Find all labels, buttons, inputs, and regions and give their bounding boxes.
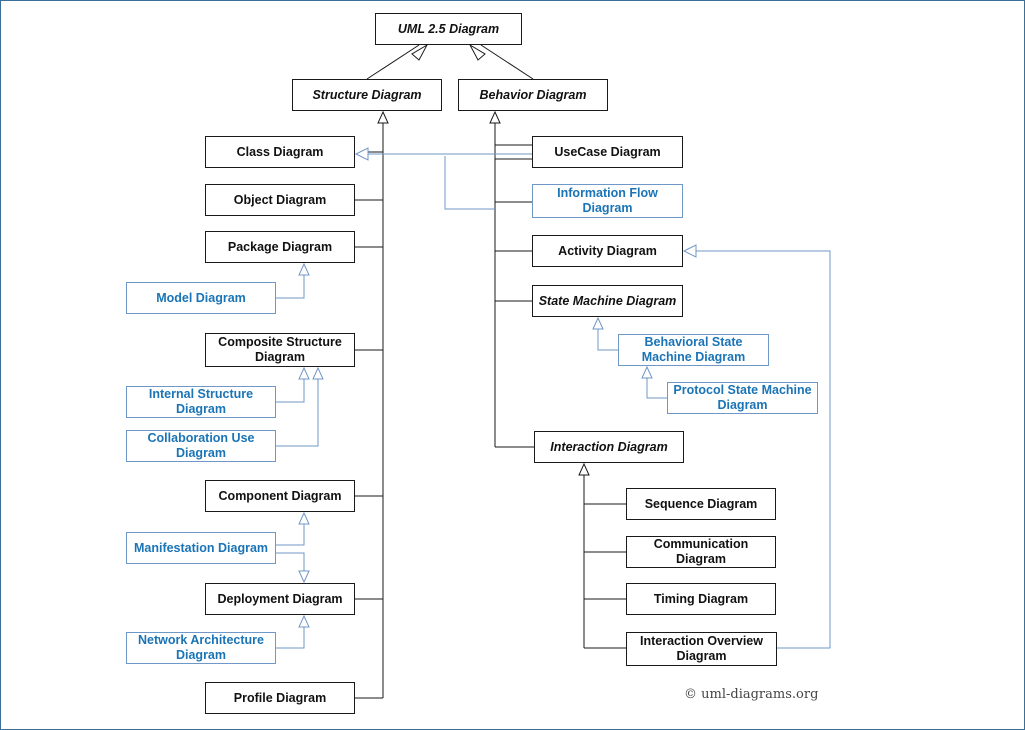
edge-manifestation-component-arrowhead (298, 511, 310, 525)
edge-model-package-line (276, 275, 305, 299)
edge-internal-composite-arrowhead (298, 366, 310, 380)
edge-internal-composite-line (276, 379, 305, 403)
node-uml: UML 2.5 Diagram (375, 13, 522, 45)
edge-infoflow-class-line (444, 156, 495, 210)
edge-overview-activity-line (696, 250, 831, 649)
edge-network-deployment-arrowhead (298, 614, 310, 628)
node-internal: Internal Structure Diagram (126, 386, 276, 418)
edge-interaction-trunk-arrowhead (578, 462, 590, 476)
node-package: Package Diagram (205, 231, 355, 263)
copyright-credit: © uml-diagrams.org (684, 687, 819, 702)
node-object: Object Diagram (205, 184, 355, 216)
node-protocol-sm: Protocol State Machine Diagram (667, 382, 818, 414)
edge-collaboration-composite-line (276, 379, 319, 447)
edge-network-deployment-line (276, 627, 305, 649)
node-network: Network Architecture Diagram (126, 632, 276, 664)
edge-behavioral-statemachine-arrowhead (592, 316, 604, 330)
node-interaction: Interaction Diagram (534, 431, 684, 463)
edge-behavior-uml-line (480, 44, 534, 80)
edge-structure-uml-arrowhead (411, 43, 429, 61)
node-collaboration: Collaboration Use Diagram (126, 430, 276, 462)
node-model: Model Diagram (126, 282, 276, 314)
node-communication: Communication Diagram (626, 536, 776, 568)
node-behavior: Behavior Diagram (458, 79, 608, 111)
node-manifestation: Manifestation Diagram (126, 532, 276, 564)
edge-manifestation-deployment-arrowhead (298, 570, 310, 584)
node-structure: Structure Diagram (292, 79, 442, 111)
edge-behavior-trunk-arrowhead (489, 110, 501, 124)
edge-model-package-arrowhead (298, 262, 310, 276)
edge-structure-trunk-arrowhead (377, 110, 389, 124)
edge-collaboration-composite-arrowhead (312, 366, 324, 380)
node-activity: Activity Diagram (532, 235, 683, 267)
node-class: Class Diagram (205, 136, 355, 168)
edge-protocol-behavioral-line (646, 378, 667, 399)
node-timing: Timing Diagram (626, 583, 776, 615)
edge-structure-uml-line (366, 44, 420, 80)
edge-usecase-class-arrowhead (354, 147, 369, 161)
node-composite: Composite Structure Diagram (205, 333, 355, 367)
node-interaction-overview: Interaction Overview Diagram (626, 632, 777, 666)
node-sequence: Sequence Diagram (626, 488, 776, 520)
edge-behavioral-statemachine-line (597, 329, 618, 351)
node-infoflow: Information Flow Diagram (532, 184, 683, 218)
edge-behavior-uml-arrowhead (468, 43, 486, 61)
edge-manifestation-component-line (276, 524, 305, 546)
edge-protocol-behavioral-arrowhead (641, 365, 653, 379)
node-usecase: UseCase Diagram (532, 136, 683, 168)
node-component: Component Diagram (205, 480, 355, 512)
edge-overview-activity-arrowhead (682, 244, 697, 258)
node-behavioral-sm: Behavioral State Machine Diagram (618, 334, 769, 366)
edge-manifestation-deployment-line (276, 552, 305, 571)
node-profile: Profile Diagram (205, 682, 355, 714)
node-deployment: Deployment Diagram (205, 583, 355, 615)
node-statemachine: State Machine Diagram (532, 285, 683, 317)
